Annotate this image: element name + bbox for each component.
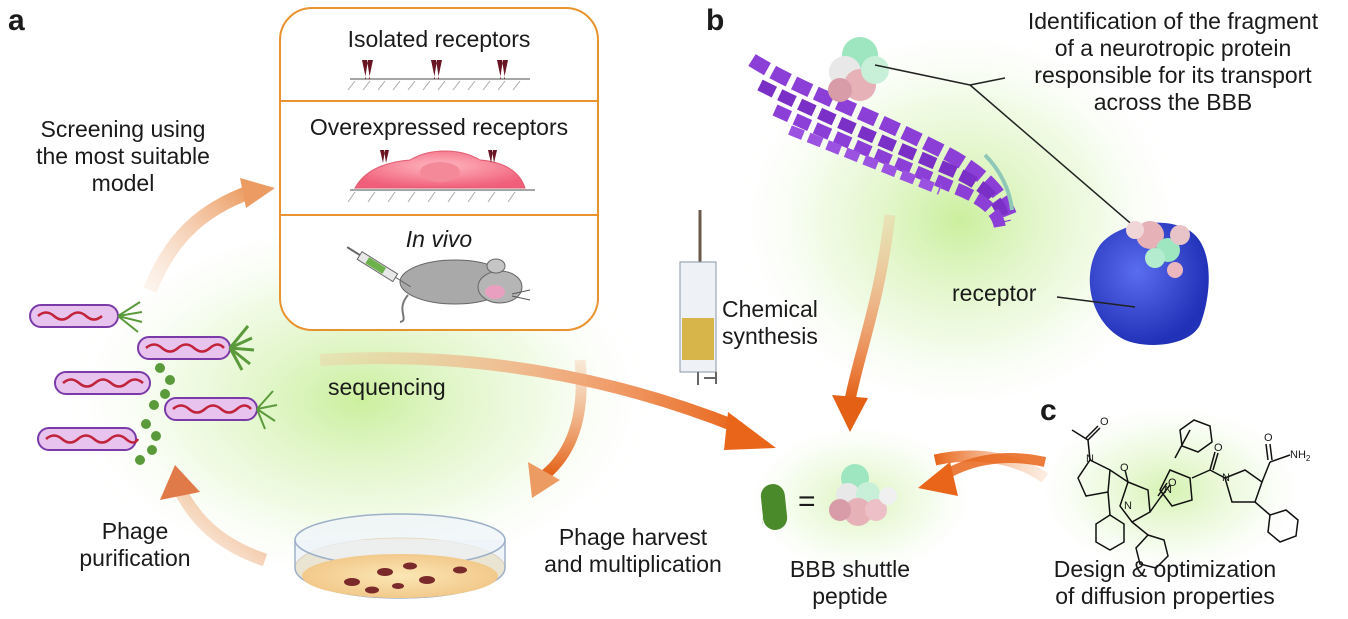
phage-harvest-label: Phage harvest and multiplication <box>528 524 738 578</box>
chemical-structure <box>1071 419 1299 569</box>
amide-nh: NH <box>1290 449 1306 461</box>
receptor-structure <box>1056 221 1209 345</box>
amide-subscript: 2 <box>1305 454 1311 464</box>
identification-line-2: of a neurotropic protein <box>1054 35 1292 61</box>
phage-purification-label: Phage purification <box>60 518 210 572</box>
cell-illustration <box>347 150 535 203</box>
amide-group: NH2 <box>1290 449 1310 463</box>
arrow-head-screening <box>240 178 275 208</box>
arrow-head-harvest <box>528 462 560 498</box>
atom-n-2: N <box>1124 500 1132 512</box>
arrow-from-protein <box>844 214 896 402</box>
receptor-label: receptor <box>952 280 1037 306</box>
phage-cluster <box>29 301 278 465</box>
arrow-head-protein <box>832 395 868 432</box>
connector-1 <box>874 64 971 86</box>
arrow-purification <box>174 487 268 567</box>
arrow-sequencing <box>319 352 743 434</box>
equals-sign: = <box>798 485 816 518</box>
bbb-shuttle-label: BBB shuttle peptide <box>770 556 930 610</box>
arrow-head-sequencing <box>724 412 776 450</box>
phage-harvest-line-2: and multiplication <box>544 551 722 577</box>
screening-line-2: the most suitable <box>36 143 210 169</box>
mouse-illustration <box>346 246 531 323</box>
screening-line-1: Screening using <box>40 116 206 142</box>
bbb-shuttle-line-2: peptide <box>812 583 888 609</box>
stage-in-vivo: In vivo <box>405 226 473 252</box>
design-label: Design & optimization of diffusion prope… <box>1020 556 1310 610</box>
atom-o-4: O <box>1214 442 1223 454</box>
atom-o-2: O <box>1120 462 1129 474</box>
shuttle-peptide-illustration <box>760 464 897 530</box>
identification-line-4: across the BBB <box>1093 89 1253 115</box>
phage-purification-line-2: purification <box>79 545 191 571</box>
atom-n-1: N <box>1086 453 1094 465</box>
screening-line-3: model <box>91 170 155 196</box>
arrow-head-design <box>918 462 958 496</box>
connector-2 <box>969 77 1006 86</box>
stage-isolated-receptors: Isolated receptors <box>347 26 531 52</box>
design-line-2: of diffusion properties <box>1055 583 1275 609</box>
screening-label: Screening using the most suitable model <box>8 116 238 197</box>
phage-harvest-line-1: Phage harvest <box>558 524 708 550</box>
stage-overexpressed-receptors: Overexpressed receptors <box>309 114 569 140</box>
atom-n-3: N <box>1164 484 1172 496</box>
phage-purification-line-1: Phage <box>101 518 169 544</box>
petri-dish <box>294 513 506 599</box>
atom-o-1: O <box>1100 416 1109 428</box>
chemical-synthesis-label: Chemical synthesis <box>722 296 842 350</box>
protein-structure <box>748 37 1017 230</box>
panel-label-b: b <box>706 4 725 37</box>
bbb-shuttle-line-1: BBB shuttle <box>789 556 911 582</box>
connector-3 <box>969 84 1151 241</box>
panel-label-a: a <box>8 4 25 37</box>
arrow-to-harvest <box>541 359 587 480</box>
chemical-synthesis-line-2: synthesis <box>722 323 818 349</box>
panel-label-c: c <box>1040 394 1057 427</box>
synthesis-column <box>679 210 717 385</box>
design-line-1: Design & optimization <box>1053 556 1277 582</box>
atom-o-5: O <box>1264 432 1273 444</box>
identification-label: Identification of the fragment of a neur… <box>1000 8 1346 116</box>
atom-n-4: N <box>1222 472 1230 484</box>
chemical-synthesis-line-1: Chemical <box>722 296 818 322</box>
arrow-head-purification <box>160 465 200 500</box>
identification-line-3: responsible for its transport <box>1034 62 1312 88</box>
glow-chem <box>1030 400 1310 580</box>
arrow-to-screening <box>143 185 253 293</box>
sequencing-label: sequencing <box>328 374 446 400</box>
atom-o-3: O <box>1168 477 1177 489</box>
isolated-receptors-illustration <box>347 60 530 91</box>
identification-line-1: Identification of the fragment <box>1027 8 1319 34</box>
